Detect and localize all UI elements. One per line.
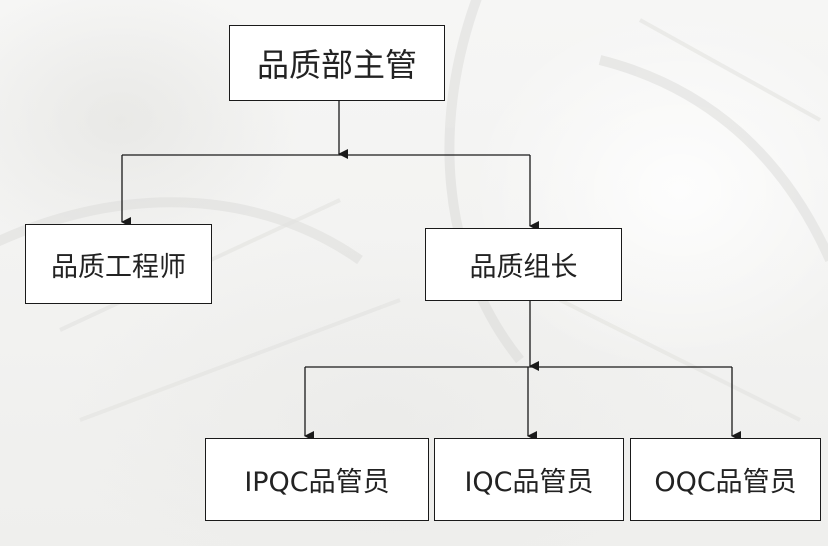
node-label: 品质组长 xyxy=(469,252,578,283)
decor-strut xyxy=(559,298,801,422)
node-iqc-inspector: IQC品管员 xyxy=(434,438,624,521)
decor-strut xyxy=(79,298,401,422)
node-label: 品质部主管 xyxy=(256,46,417,84)
decor-strut xyxy=(639,18,821,122)
decor-arc xyxy=(444,0,524,364)
node-quality-engineer: 品质工程师 xyxy=(25,224,212,304)
node-label: IQC品管员 xyxy=(464,467,594,498)
decor-arc xyxy=(598,55,828,263)
node-label: 品质工程师 xyxy=(51,251,186,283)
node-label: IPQC品管员 xyxy=(244,467,390,498)
node-quality-team-lead: 品质组长 xyxy=(425,228,622,301)
node-oqc-inspector: OQC品管员 xyxy=(630,438,821,521)
node-label: OQC品管员 xyxy=(654,467,797,498)
node-ipqc-inspector: IPQC品管员 xyxy=(205,438,429,521)
node-quality-dept-head: 品质部主管 xyxy=(229,25,445,101)
